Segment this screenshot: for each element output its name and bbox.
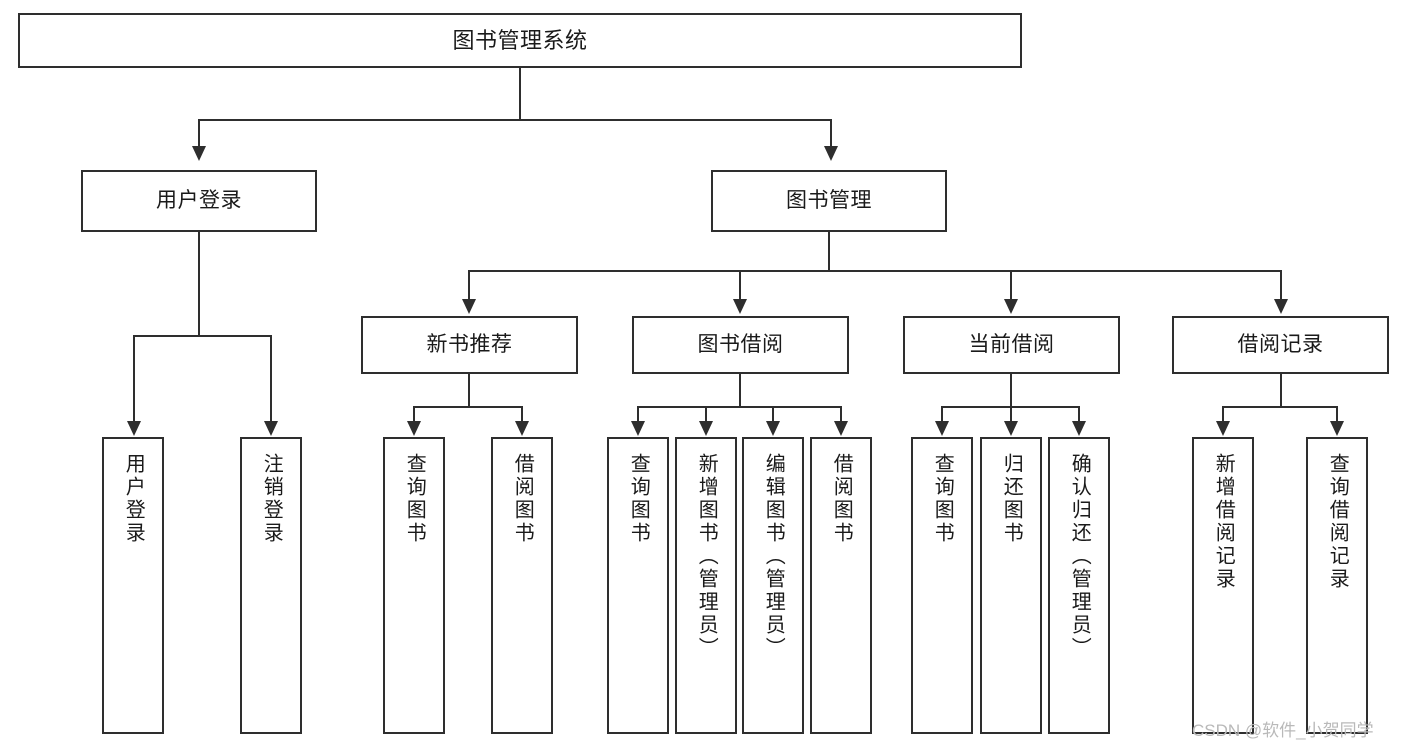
arrow-to-new-book-recommend: [462, 299, 476, 314]
node-root-system[interactable]: 图书管理系统: [18, 13, 1022, 68]
node-label: 用户登录: [156, 188, 242, 212]
node-label: 查询图书: [931, 453, 954, 545]
node-label: 查询借阅记录: [1326, 453, 1349, 591]
node-leaf-confirm-return[interactable]: 确认归还（管理员）: [1048, 437, 1110, 734]
node-leaf-user-login[interactable]: 用户登录: [102, 437, 164, 734]
node-label: 查询图书: [403, 453, 426, 545]
node-label: 新增借阅记录: [1212, 453, 1235, 591]
arrow-to-current-borrow: [1004, 299, 1018, 314]
node-user-login[interactable]: 用户登录: [81, 170, 317, 232]
connector-userlogin-bar: [133, 335, 272, 337]
connector-newbook-to-leaf-2: [521, 406, 523, 423]
connector-root-to-user-login: [198, 119, 200, 147]
connector-bookborrow-to-leaf-1: [637, 406, 639, 423]
arrow-to-borrow-record: [1274, 299, 1288, 314]
arrow-to-leaf-add-book: [699, 421, 713, 436]
arrow-to-book-borrow: [733, 299, 747, 314]
connector-bookmgmt-to-new-book: [468, 270, 470, 302]
connector-bookmgmt-to-book-borrow: [739, 270, 741, 302]
connector-bookborrow-to-leaf-2: [705, 406, 707, 423]
node-book-borrow[interactable]: 图书借阅: [632, 316, 849, 374]
node-borrow-record[interactable]: 借阅记录: [1172, 316, 1389, 374]
arrow-to-leaf-edit-book: [766, 421, 780, 436]
arrow-to-leaf-query-book-1: [407, 421, 421, 436]
connector-currentborrow-to-leaf-1: [941, 406, 943, 423]
node-leaf-user-logout[interactable]: 注销登录: [240, 437, 302, 734]
node-leaf-borrow-book-1[interactable]: 借阅图书: [491, 437, 553, 734]
connector-bookborrow-bar: [637, 406, 842, 408]
node-leaf-borrow-book-2[interactable]: 借阅图书: [810, 437, 872, 734]
connector-bookmgmt-to-current-borrow: [1010, 270, 1012, 302]
arrow-to-leaf-borrow-book-2: [834, 421, 848, 436]
node-label: 当前借阅: [968, 332, 1055, 356]
connector-currentborrow-stem: [1010, 374, 1012, 407]
connector-bookborrow-to-leaf-4: [840, 406, 842, 423]
node-leaf-edit-book[interactable]: 编辑图书（管理员）: [742, 437, 804, 734]
connector-bookmgmt-to-borrow-record: [1280, 270, 1282, 302]
connector-bookborrow-to-leaf-3: [772, 406, 774, 423]
node-label: 新书推荐: [426, 332, 513, 356]
connector-newbook-bar: [413, 406, 523, 408]
connector-root-stem: [519, 68, 521, 120]
node-book-management[interactable]: 图书管理: [711, 170, 947, 232]
arrow-to-leaf-user-logout: [264, 421, 278, 436]
connector-userlogin-to-leaf-2: [270, 335, 272, 423]
node-leaf-return-book[interactable]: 归还图书: [980, 437, 1042, 734]
node-leaf-add-record[interactable]: 新增借阅记录: [1192, 437, 1254, 734]
node-label: 注销登录: [260, 453, 283, 545]
node-leaf-query-book-2[interactable]: 查询图书: [607, 437, 669, 734]
node-label: 图书借阅: [697, 332, 784, 356]
connector-borrowrecord-bar: [1222, 406, 1338, 408]
connector-borrowrecord-to-leaf-1: [1222, 406, 1224, 423]
node-label: 编辑图书（管理员）: [762, 453, 785, 660]
arrow-to-leaf-confirm-return: [1072, 421, 1086, 436]
node-label: 借阅记录: [1237, 332, 1324, 356]
node-leaf-query-record[interactable]: 查询借阅记录: [1306, 437, 1368, 734]
connector-bookborrow-stem: [739, 374, 741, 407]
connector-userlogin-stem: [198, 232, 200, 336]
connector-newbook-stem: [468, 374, 470, 407]
connector-bookmgmt-stem: [828, 232, 830, 271]
connector-currentborrow-to-leaf-3: [1078, 406, 1080, 423]
arrow-to-leaf-query-book-3: [935, 421, 949, 436]
arrow-to-leaf-user-login: [127, 421, 141, 436]
node-leaf-query-book-1[interactable]: 查询图书: [383, 437, 445, 734]
connector-newbook-to-leaf-1: [413, 406, 415, 423]
node-label: 用户登录: [122, 453, 145, 545]
arrow-to-leaf-add-record: [1216, 421, 1230, 436]
connector-borrowrecord-to-leaf-2: [1336, 406, 1338, 423]
connector-currentborrow-to-leaf-2: [1010, 406, 1012, 423]
arrow-to-leaf-query-record: [1330, 421, 1344, 436]
node-label: 借阅图书: [830, 453, 853, 545]
node-label: 图书管理系统: [452, 27, 588, 53]
arrow-to-leaf-borrow-book-1: [515, 421, 529, 436]
arrow-to-leaf-query-book-2: [631, 421, 645, 436]
node-label: 归还图书: [1000, 453, 1023, 545]
node-label: 确认归还（管理员）: [1068, 453, 1091, 660]
node-label: 新增图书（管理员）: [695, 453, 718, 660]
connector-root-bar: [198, 119, 832, 121]
node-label: 图书管理: [786, 188, 872, 212]
node-label: 查询图书: [627, 453, 650, 545]
arrow-to-book-management: [824, 146, 838, 161]
node-label: 借阅图书: [511, 453, 534, 545]
node-leaf-add-book[interactable]: 新增图书（管理员）: [675, 437, 737, 734]
arrow-to-user-login: [192, 146, 206, 161]
connector-bookmgmt-bar: [468, 270, 1282, 272]
arrow-to-leaf-return-book: [1004, 421, 1018, 436]
node-new-book-recommend[interactable]: 新书推荐: [361, 316, 578, 374]
connector-root-to-book-management: [830, 119, 832, 147]
node-leaf-query-book-3[interactable]: 查询图书: [911, 437, 973, 734]
node-current-borrow[interactable]: 当前借阅: [903, 316, 1120, 374]
connector-borrowrecord-stem: [1280, 374, 1282, 407]
connector-userlogin-to-leaf-1: [133, 335, 135, 423]
